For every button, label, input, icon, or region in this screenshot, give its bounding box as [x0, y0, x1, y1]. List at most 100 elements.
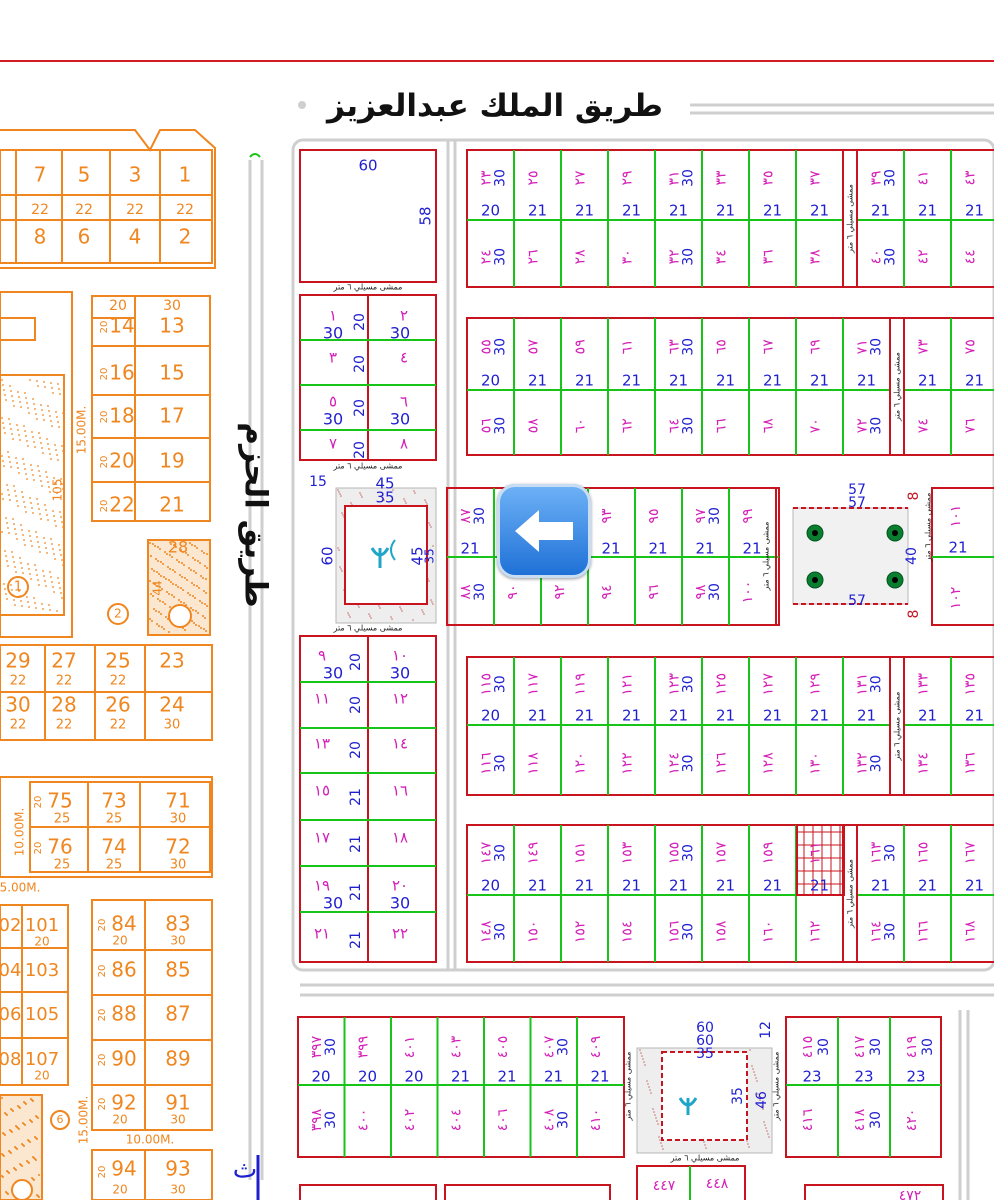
park-dot — [61, 483, 63, 485]
park-dot — [38, 546, 40, 548]
park-dot — [6, 598, 8, 600]
parcel-width: 21 — [622, 707, 641, 725]
back-button[interactable] — [497, 484, 591, 578]
park-dot — [16, 500, 18, 502]
lot-dot — [426, 503, 428, 505]
park-dot — [29, 1119, 31, 1121]
park-dot — [48, 448, 50, 450]
park-dot — [170, 581, 172, 583]
parcel-number: ٤٢٠ — [904, 1109, 920, 1132]
parcel-number: ٦٢ — [620, 418, 636, 433]
park-dot — [10, 1108, 12, 1110]
parcel-number: ٣٢ — [667, 249, 683, 264]
park-dot — [10, 584, 12, 586]
park-dot — [152, 543, 154, 545]
lot-dot — [348, 614, 350, 616]
parcel-width: 21 — [648, 540, 667, 558]
park-dot — [62, 412, 64, 414]
park-dot — [159, 586, 161, 588]
park-lot — [792, 507, 909, 605]
orange-block — [91, 899, 213, 1131]
lot-dot — [652, 1108, 654, 1110]
parcel-width: 23 — [802, 1068, 821, 1086]
park-dot — [158, 611, 160, 613]
park-dot — [3, 465, 5, 467]
lot-dot — [404, 500, 406, 502]
parcel-number: ٥٦ — [479, 418, 495, 433]
lot-dot — [338, 491, 340, 493]
lot-dot — [703, 1141, 705, 1143]
park-dot — [185, 552, 187, 554]
park-dot — [192, 595, 194, 597]
parcel-number: ١٢٧ — [761, 672, 777, 695]
park-dot — [194, 545, 196, 547]
park-dot — [54, 482, 56, 484]
parcel-width: 21 — [857, 372, 876, 390]
parcel-number: ٤١٨ — [852, 1108, 868, 1131]
park-dot — [52, 586, 54, 588]
park-dot — [204, 565, 206, 567]
parcel-block — [444, 1184, 611, 1200]
parcel-width: 21 — [716, 202, 735, 220]
park-dot — [156, 571, 158, 573]
park-dot — [53, 591, 55, 593]
park-dot — [10, 390, 12, 392]
park-dot — [30, 540, 32, 542]
lot-dot — [340, 495, 342, 497]
orange-parcel-width: 25 — [106, 812, 123, 827]
park-dot — [33, 597, 35, 599]
park-dot — [31, 469, 33, 471]
orange-parcel-width: 22 — [110, 718, 127, 733]
park-dot — [41, 603, 43, 605]
lot-dot — [339, 566, 341, 568]
lot-dot — [746, 1140, 748, 1142]
parcel-width: 21 — [965, 202, 984, 220]
park-dot — [59, 393, 61, 395]
park-dot — [57, 421, 59, 423]
orange-parcel-width: 22 — [110, 674, 127, 689]
parcel-width: 21 — [575, 707, 594, 725]
parcel-width: 30 — [323, 894, 343, 913]
lot-dot — [657, 1123, 659, 1125]
parcel-number: ٣٣ — [714, 170, 730, 186]
orange-parcel-number: 76 — [47, 835, 72, 859]
park-dot — [8, 532, 10, 534]
park-dot — [41, 447, 43, 449]
park-dot — [34, 564, 36, 566]
parcel-number: ١٠٠ — [740, 581, 756, 604]
park-dot — [28, 568, 30, 570]
park-dot — [50, 538, 52, 540]
park-dot — [24, 468, 26, 470]
parcel-width: 23 — [906, 1068, 925, 1086]
lot-dot — [759, 1099, 761, 1101]
orange-parcel-number: 14 — [109, 314, 134, 338]
parcel-width: 30 — [323, 1038, 339, 1056]
parcel-width: 21 — [716, 707, 735, 725]
park-dot — [14, 566, 16, 568]
orange-parcel-width: 30 — [170, 1113, 185, 1127]
park-dot — [23, 425, 25, 427]
park-dot — [13, 561, 15, 563]
park-dot — [45, 585, 47, 587]
lot-dot — [340, 568, 342, 570]
park-dot — [3, 427, 5, 429]
park-dot — [54, 558, 56, 560]
park-dot — [40, 518, 42, 520]
parcel-block — [466, 317, 994, 456]
lot-dot — [430, 599, 432, 601]
park-dot — [51, 543, 53, 545]
park-dot — [153, 570, 155, 572]
orange-parcel-width: 22 — [10, 718, 27, 733]
park-dot — [3, 389, 5, 391]
park-dot — [18, 590, 20, 592]
parcel-number: ٧٥ — [963, 339, 979, 354]
parcel-number: ١٣٤ — [916, 752, 932, 775]
street-width-label: 10.00M. — [13, 808, 27, 857]
park-dot — [21, 491, 23, 493]
lot-dot — [762, 1108, 764, 1110]
lot-dot — [368, 613, 370, 615]
park-dot — [12, 438, 14, 440]
park-dot — [20, 524, 22, 526]
parcel-width: 30 — [681, 923, 697, 941]
orange-parcel-width: 20 — [97, 1098, 108, 1111]
